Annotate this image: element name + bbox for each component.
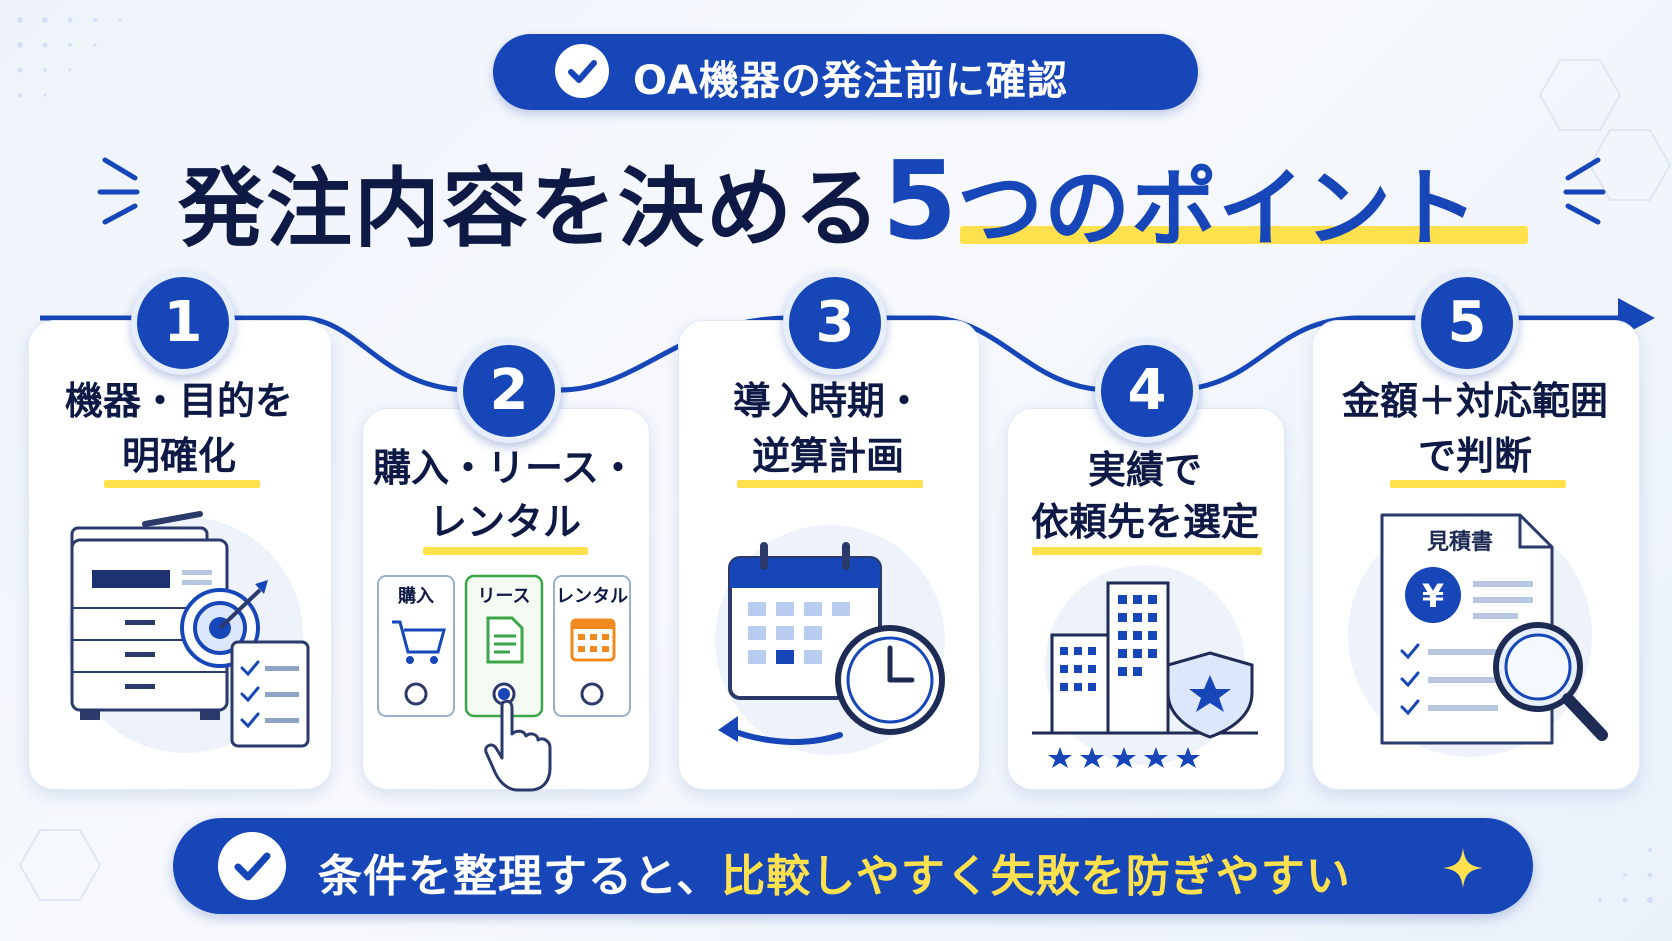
summary-text: 条件を整理すると、比較しやすく失敗を防ぎやすい <box>318 840 1351 904</box>
building-shield-rating-icon <box>1032 565 1258 768</box>
step-3-title-line1: 導入時期・ <box>732 379 923 423</box>
step-1-title-line1: 機器・目的を <box>64 379 293 423</box>
option-lease-label: リース <box>477 586 530 607</box>
title-number: 5 <box>882 139 958 264</box>
step-2-underline <box>423 547 588 555</box>
option-purchase-label: 購入 <box>397 585 434 607</box>
step-4-title-line2: 依頼先を選定 <box>1030 500 1259 544</box>
step-5-title-line1: 金額＋対応範囲 <box>1341 379 1608 423</box>
summary-banner: 条件を整理すると、比較しやすく失敗を防ぎやすい <box>173 818 1533 914</box>
title-part2: つのポイント <box>957 159 1480 259</box>
estimate-document-magnifier-icon: 見積書 ¥ <box>1348 513 1608 757</box>
copier-target-checklist-icon <box>67 511 310 753</box>
check-icon <box>218 832 286 900</box>
sparkle-icon <box>1443 848 1483 888</box>
sparkle-lines-right-icon <box>1563 157 1606 225</box>
step-2-title-line1: 購入・リース・ <box>372 446 638 490</box>
step-4-underline <box>1032 547 1262 555</box>
page-title: 発注内容を決める5つのポイント <box>178 138 1479 264</box>
title-part1: 発注内容を決める <box>178 159 882 259</box>
badge-label: OA機器の発注前に確認 <box>633 58 1068 104</box>
step-2-number: 2 <box>457 339 561 443</box>
step-5-underline <box>1390 480 1566 488</box>
top-badge: OA機器の発注前に確認 <box>493 34 1198 110</box>
summary-highlight: 比較しやすく失敗を防ぎやすい <box>721 851 1351 902</box>
summary-part1: 条件を整理すると、 <box>318 851 722 902</box>
calendar-clock-icon <box>715 525 945 755</box>
step-1-number: 1 <box>131 271 235 375</box>
doc-title: 見積書 <box>1427 529 1493 555</box>
yen-icon: ¥ <box>1422 577 1444 615</box>
step-5-number: 5 <box>1415 271 1519 375</box>
option-rental-label: レンタル <box>556 586 628 607</box>
step-4-number: 4 <box>1095 339 1199 443</box>
step-1-title-line2: 明確化 <box>121 434 236 478</box>
sparkle-lines-left-icon <box>97 157 140 225</box>
check-icon <box>555 44 609 98</box>
step-3-number: 3 <box>783 271 887 375</box>
headline-underline <box>960 226 1528 244</box>
step-2-title-line2: レンタル <box>428 500 581 544</box>
step-3-title-line2: 逆算計画 <box>751 434 904 478</box>
step-4-title-line1: 実績で <box>1087 448 1202 492</box>
step-1-underline <box>104 480 260 488</box>
purchase-options-icon: 購入 リース レンタル <box>377 574 631 792</box>
step-3-underline <box>737 480 923 488</box>
step-5-title-line2: で判断 <box>1417 434 1532 478</box>
